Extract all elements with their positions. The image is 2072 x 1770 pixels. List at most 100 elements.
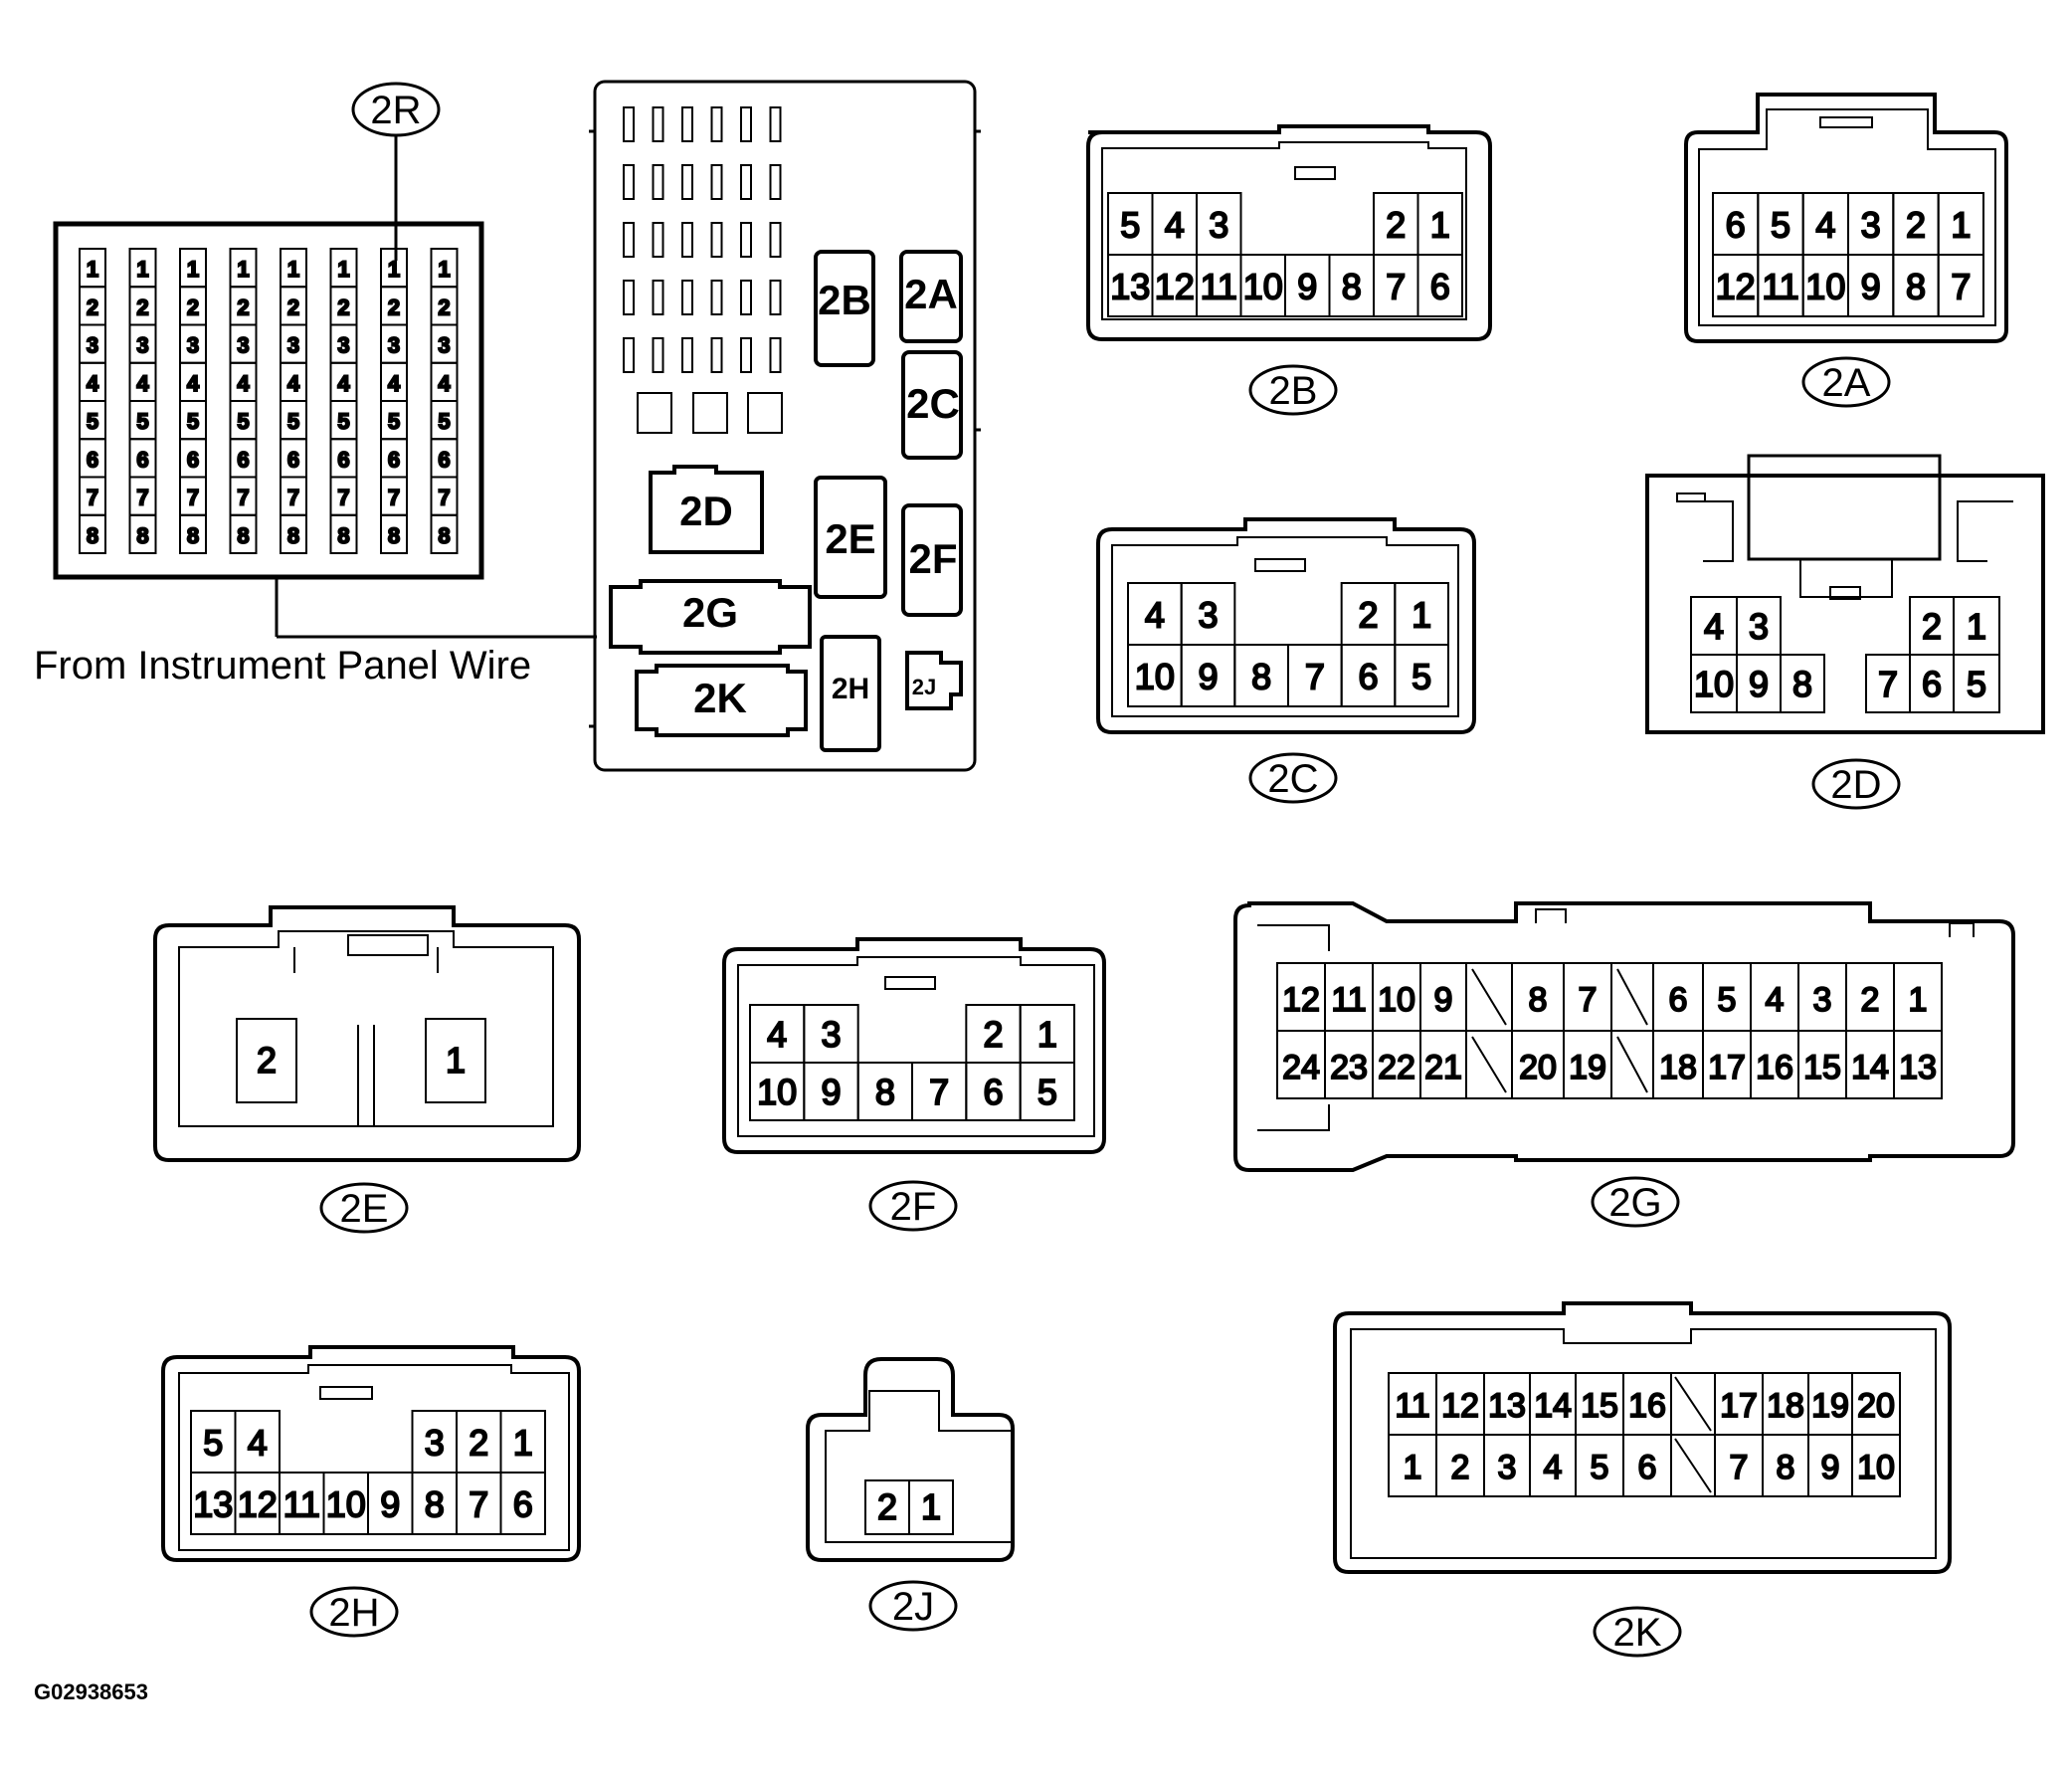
pin-number: 11 xyxy=(1331,981,1366,1019)
connector-2r-pin: 4 xyxy=(287,371,300,396)
connector-2e-terminal xyxy=(425,1018,486,1103)
pin-number: 1 xyxy=(1430,205,1450,246)
fuse-slot xyxy=(623,164,635,200)
pin-number: 12 xyxy=(1155,267,1195,307)
connector-2j-shell xyxy=(806,1357,1015,1562)
pin-number: 7 xyxy=(929,1072,949,1112)
pin-number: 7 xyxy=(1386,267,1406,307)
connector-2f-label-oval xyxy=(868,1180,958,1232)
pin-number: 21 xyxy=(1424,1049,1462,1086)
pin-cell xyxy=(1019,1004,1075,1064)
pin-number: 16 xyxy=(1756,1049,1793,1086)
connector-2e-terminal xyxy=(236,1018,297,1103)
pin-number: 4 xyxy=(1815,205,1835,246)
connector-2r-pin: 5 xyxy=(337,409,349,434)
pin-number: 3 xyxy=(1813,981,1832,1019)
fuse-slot xyxy=(623,222,635,258)
connector-2r-pin: 5 xyxy=(388,409,400,434)
connector-2r-pin: 4 xyxy=(237,371,250,396)
connector-2r-pin: 7 xyxy=(388,486,400,510)
pin-number: 8 xyxy=(1251,657,1271,697)
pin-number: 8 xyxy=(1777,1449,1795,1486)
pin-number: 9 xyxy=(821,1072,841,1112)
pin-number: 10 xyxy=(1857,1449,1895,1486)
pin-number: 4 xyxy=(1704,606,1724,647)
connector-2b-label-oval xyxy=(1248,364,1338,416)
connector-2r-pin: 1 xyxy=(438,257,450,282)
fuse-slot xyxy=(740,106,752,142)
connector-2r-pin: 7 xyxy=(136,486,148,510)
pin-number: 3 xyxy=(1749,606,1769,647)
pin-number: 2 xyxy=(1922,606,1942,647)
connector-2r-pin: 3 xyxy=(337,333,349,358)
fuse-slot xyxy=(740,280,752,315)
pin-number: 5 xyxy=(1120,205,1140,246)
pin-number: 19 xyxy=(1569,1049,1606,1086)
pin-number: 13 xyxy=(1899,1049,1937,1086)
pin-number: 7 xyxy=(469,1484,488,1525)
pin-number: 12 xyxy=(1282,981,1320,1019)
connector-2b-label: 2B xyxy=(1269,369,1318,413)
pin-cell xyxy=(908,1479,954,1535)
pin-number: 20 xyxy=(1857,1387,1895,1425)
connector-2r-pin: 2 xyxy=(287,295,299,319)
connector-2j-label-oval xyxy=(868,1580,958,1632)
pin-cell xyxy=(1937,254,1984,317)
block-2c: 2C xyxy=(906,380,960,427)
pin-cell xyxy=(1780,654,1825,713)
connector-2r-pin: 6 xyxy=(337,447,349,472)
pin-number: 11 xyxy=(1201,267,1237,307)
pin-number: 4 xyxy=(767,1014,787,1055)
connector-2g-label: 2G xyxy=(1608,1181,1661,1225)
connector-2r-pin: 5 xyxy=(87,409,98,434)
fuse-slot xyxy=(681,106,693,142)
connector-2r-pin: 8 xyxy=(287,523,299,548)
block-2e: 2E xyxy=(825,515,875,562)
block-2d: 2D xyxy=(679,488,733,534)
connector-2a-shell xyxy=(1684,93,2008,343)
connector-2r-pin: 3 xyxy=(287,333,299,358)
connector-2r-pin: 3 xyxy=(237,333,249,358)
pin-number: 10 xyxy=(1805,267,1845,307)
connector-2r-pin: 6 xyxy=(187,447,199,472)
pin-cell xyxy=(1893,1030,1943,1099)
connector-2r-pin: 6 xyxy=(438,447,450,472)
blocked-cavity-mark xyxy=(1616,968,1648,1026)
connector-2r-pin: 3 xyxy=(187,333,199,358)
pin-number: 2 xyxy=(983,1014,1003,1055)
connector-2k-label: 2K xyxy=(1613,1611,1662,1655)
pin-number: 11 xyxy=(1395,1387,1429,1425)
pin-number: 3 xyxy=(1498,1449,1517,1486)
connector-2r-pin: 2 xyxy=(337,295,349,319)
pin-cell xyxy=(499,1410,546,1474)
pin-number: 10 xyxy=(1243,267,1283,307)
fuse-slot xyxy=(623,280,635,315)
connector-2c-shell xyxy=(1096,517,1476,734)
connector-2r-pin: 7 xyxy=(237,486,249,510)
connector-2r-pin: 1 xyxy=(87,257,98,282)
pin-number: 18 xyxy=(1767,1387,1804,1425)
connector-2c-label-oval xyxy=(1248,752,1338,804)
fuse-slot xyxy=(652,222,664,258)
pin-number: 1 xyxy=(921,1486,941,1527)
pin-number: 2 xyxy=(257,1040,277,1081)
connector-2r-pin: 8 xyxy=(438,523,450,548)
connector-2f-shell xyxy=(722,937,1106,1154)
connector-2e-label: 2E xyxy=(340,1187,389,1231)
connector-2r-pin: 7 xyxy=(287,486,299,510)
connector-2r-pin: 1 xyxy=(187,257,199,282)
connector-2r-pin: 8 xyxy=(388,523,400,548)
fuse-slot xyxy=(769,337,782,373)
fuse-slot xyxy=(652,106,664,142)
pin-number: 7 xyxy=(1951,267,1971,307)
pin-number: 11 xyxy=(1762,267,1798,307)
pin-number: 15 xyxy=(1581,1387,1618,1425)
connector-2h-label: 2H xyxy=(328,1591,379,1635)
pin-number: 12 xyxy=(1716,267,1756,307)
connector-2e-shell xyxy=(153,905,581,1162)
pin-number: 1 xyxy=(1951,205,1971,246)
pin-number: 3 xyxy=(1198,595,1218,636)
connector-2r-pin: 3 xyxy=(136,333,148,358)
pin-number: 6 xyxy=(1638,1449,1657,1486)
